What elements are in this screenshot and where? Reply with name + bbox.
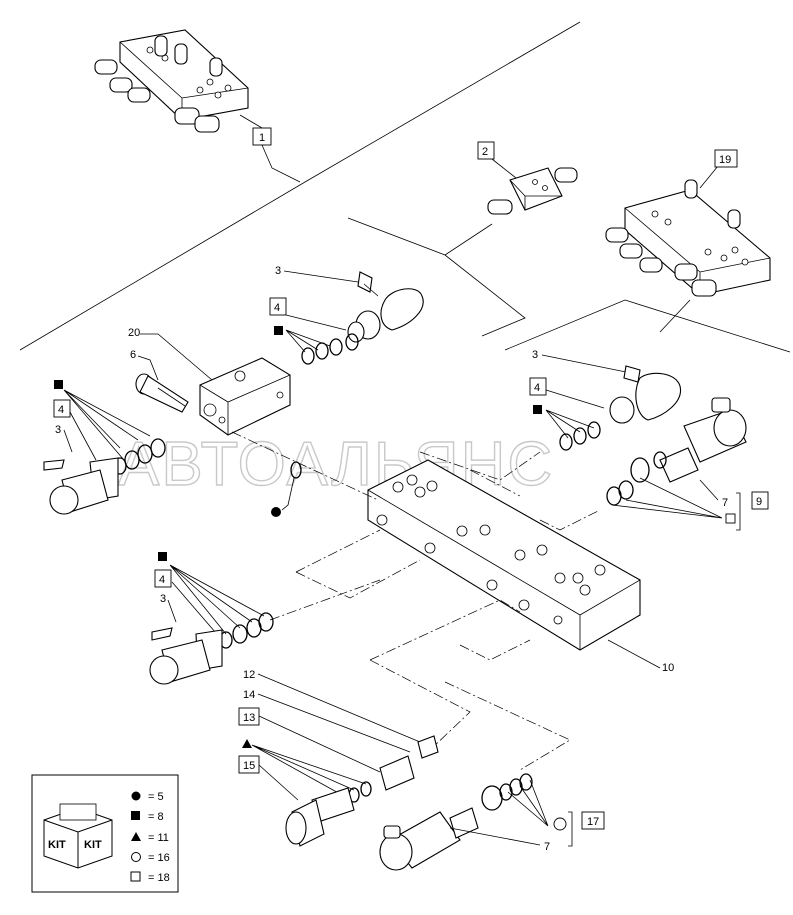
o-ring-5 xyxy=(290,461,302,479)
callout-12: 12 xyxy=(243,669,255,681)
legend-item-16: = 16 xyxy=(148,852,170,864)
spacer-block-20 xyxy=(199,357,291,436)
legend-square-filled-icon xyxy=(131,811,140,820)
relief-valve-cartridge xyxy=(285,735,439,847)
callout-15: 15 xyxy=(243,760,255,772)
legend-item-11: = 11 xyxy=(148,832,169,844)
legend-triangle-filled-icon xyxy=(131,832,141,841)
triangle-filled-marker xyxy=(242,739,252,748)
callout-6: 6 xyxy=(130,349,136,361)
callout-7-bottom: 7 xyxy=(544,841,550,853)
callout-3-right: 3 xyxy=(532,349,538,361)
legend-item-8: = 8 xyxy=(148,811,164,823)
legend-item-18: = 18 xyxy=(148,872,170,884)
callout-7-right: 7 xyxy=(722,497,728,509)
right-lower-solenoid xyxy=(659,397,747,483)
callout-20: 20 xyxy=(128,327,140,339)
callout-4-lower: 4 xyxy=(159,574,165,586)
right-upper-solenoid xyxy=(609,372,681,424)
legend-circle-open-icon xyxy=(131,852,141,862)
callout-box-1 xyxy=(252,127,272,146)
divider-lines xyxy=(19,21,791,353)
bottom-solenoid xyxy=(379,807,479,871)
legend-square-open-icon xyxy=(130,871,141,882)
main-manifold-10 xyxy=(367,459,641,651)
callout-3-left: 3 xyxy=(55,424,61,436)
callout-box-2 xyxy=(477,141,495,160)
legend-item-5: = 5 xyxy=(148,791,164,803)
callout-3-upper: 3 xyxy=(275,265,281,277)
kit-legend: KIT KIT = 5 = 8 = 11 = 16 = 18 xyxy=(31,774,179,893)
callout-box-4-left xyxy=(53,399,71,418)
kit-label-left: KIT xyxy=(48,839,66,851)
callout-box-4-upper xyxy=(269,297,287,316)
callout-1: 1 xyxy=(259,132,265,144)
callout-19: 19 xyxy=(719,154,731,166)
valve-assembly-19 xyxy=(605,179,771,297)
callout-box-19 xyxy=(714,149,738,168)
callout-box-17 xyxy=(581,811,605,830)
upper-solenoid xyxy=(347,271,424,343)
callout-9: 9 xyxy=(756,496,762,508)
callout-2: 2 xyxy=(482,146,488,158)
callout-box-4-lower xyxy=(154,569,172,588)
callout-4-right: 4 xyxy=(534,382,540,394)
lower-left-solenoid xyxy=(149,629,223,685)
square-filled-marker-upper xyxy=(274,326,283,335)
square-open-marker xyxy=(725,513,736,524)
square-filled-marker-left xyxy=(54,380,63,389)
callout-13: 13 xyxy=(243,712,255,724)
callout-box-15 xyxy=(238,755,260,774)
legend-circle-filled-icon xyxy=(131,791,141,801)
square-filled-marker-right xyxy=(533,405,542,414)
circle-filled-marker xyxy=(271,507,281,517)
callout-14: 14 xyxy=(243,689,255,701)
valve-2 xyxy=(487,167,578,215)
callout-box-4-right xyxy=(529,377,547,396)
callout-4-upper: 4 xyxy=(274,302,280,314)
callout-4-left: 4 xyxy=(58,404,64,416)
watermark-text: АВТОАЛЬЯНС xyxy=(118,430,554,499)
assembly-path-lines xyxy=(231,431,601,771)
callout-17: 17 xyxy=(587,816,599,828)
kit-box-icon: KIT KIT xyxy=(43,803,113,869)
callout-3-lower: 3 xyxy=(160,593,166,605)
left-solenoid xyxy=(49,457,119,515)
square-filled-marker-lower xyxy=(158,552,167,561)
circle-open-marker xyxy=(553,817,567,831)
callout-box-13 xyxy=(238,707,260,726)
callout-box-9 xyxy=(751,491,769,510)
callout-10: 10 xyxy=(662,662,674,674)
bolt-6 xyxy=(135,373,189,413)
valve-assembly-1 xyxy=(94,29,249,133)
kit-label-right: KIT xyxy=(84,839,102,851)
